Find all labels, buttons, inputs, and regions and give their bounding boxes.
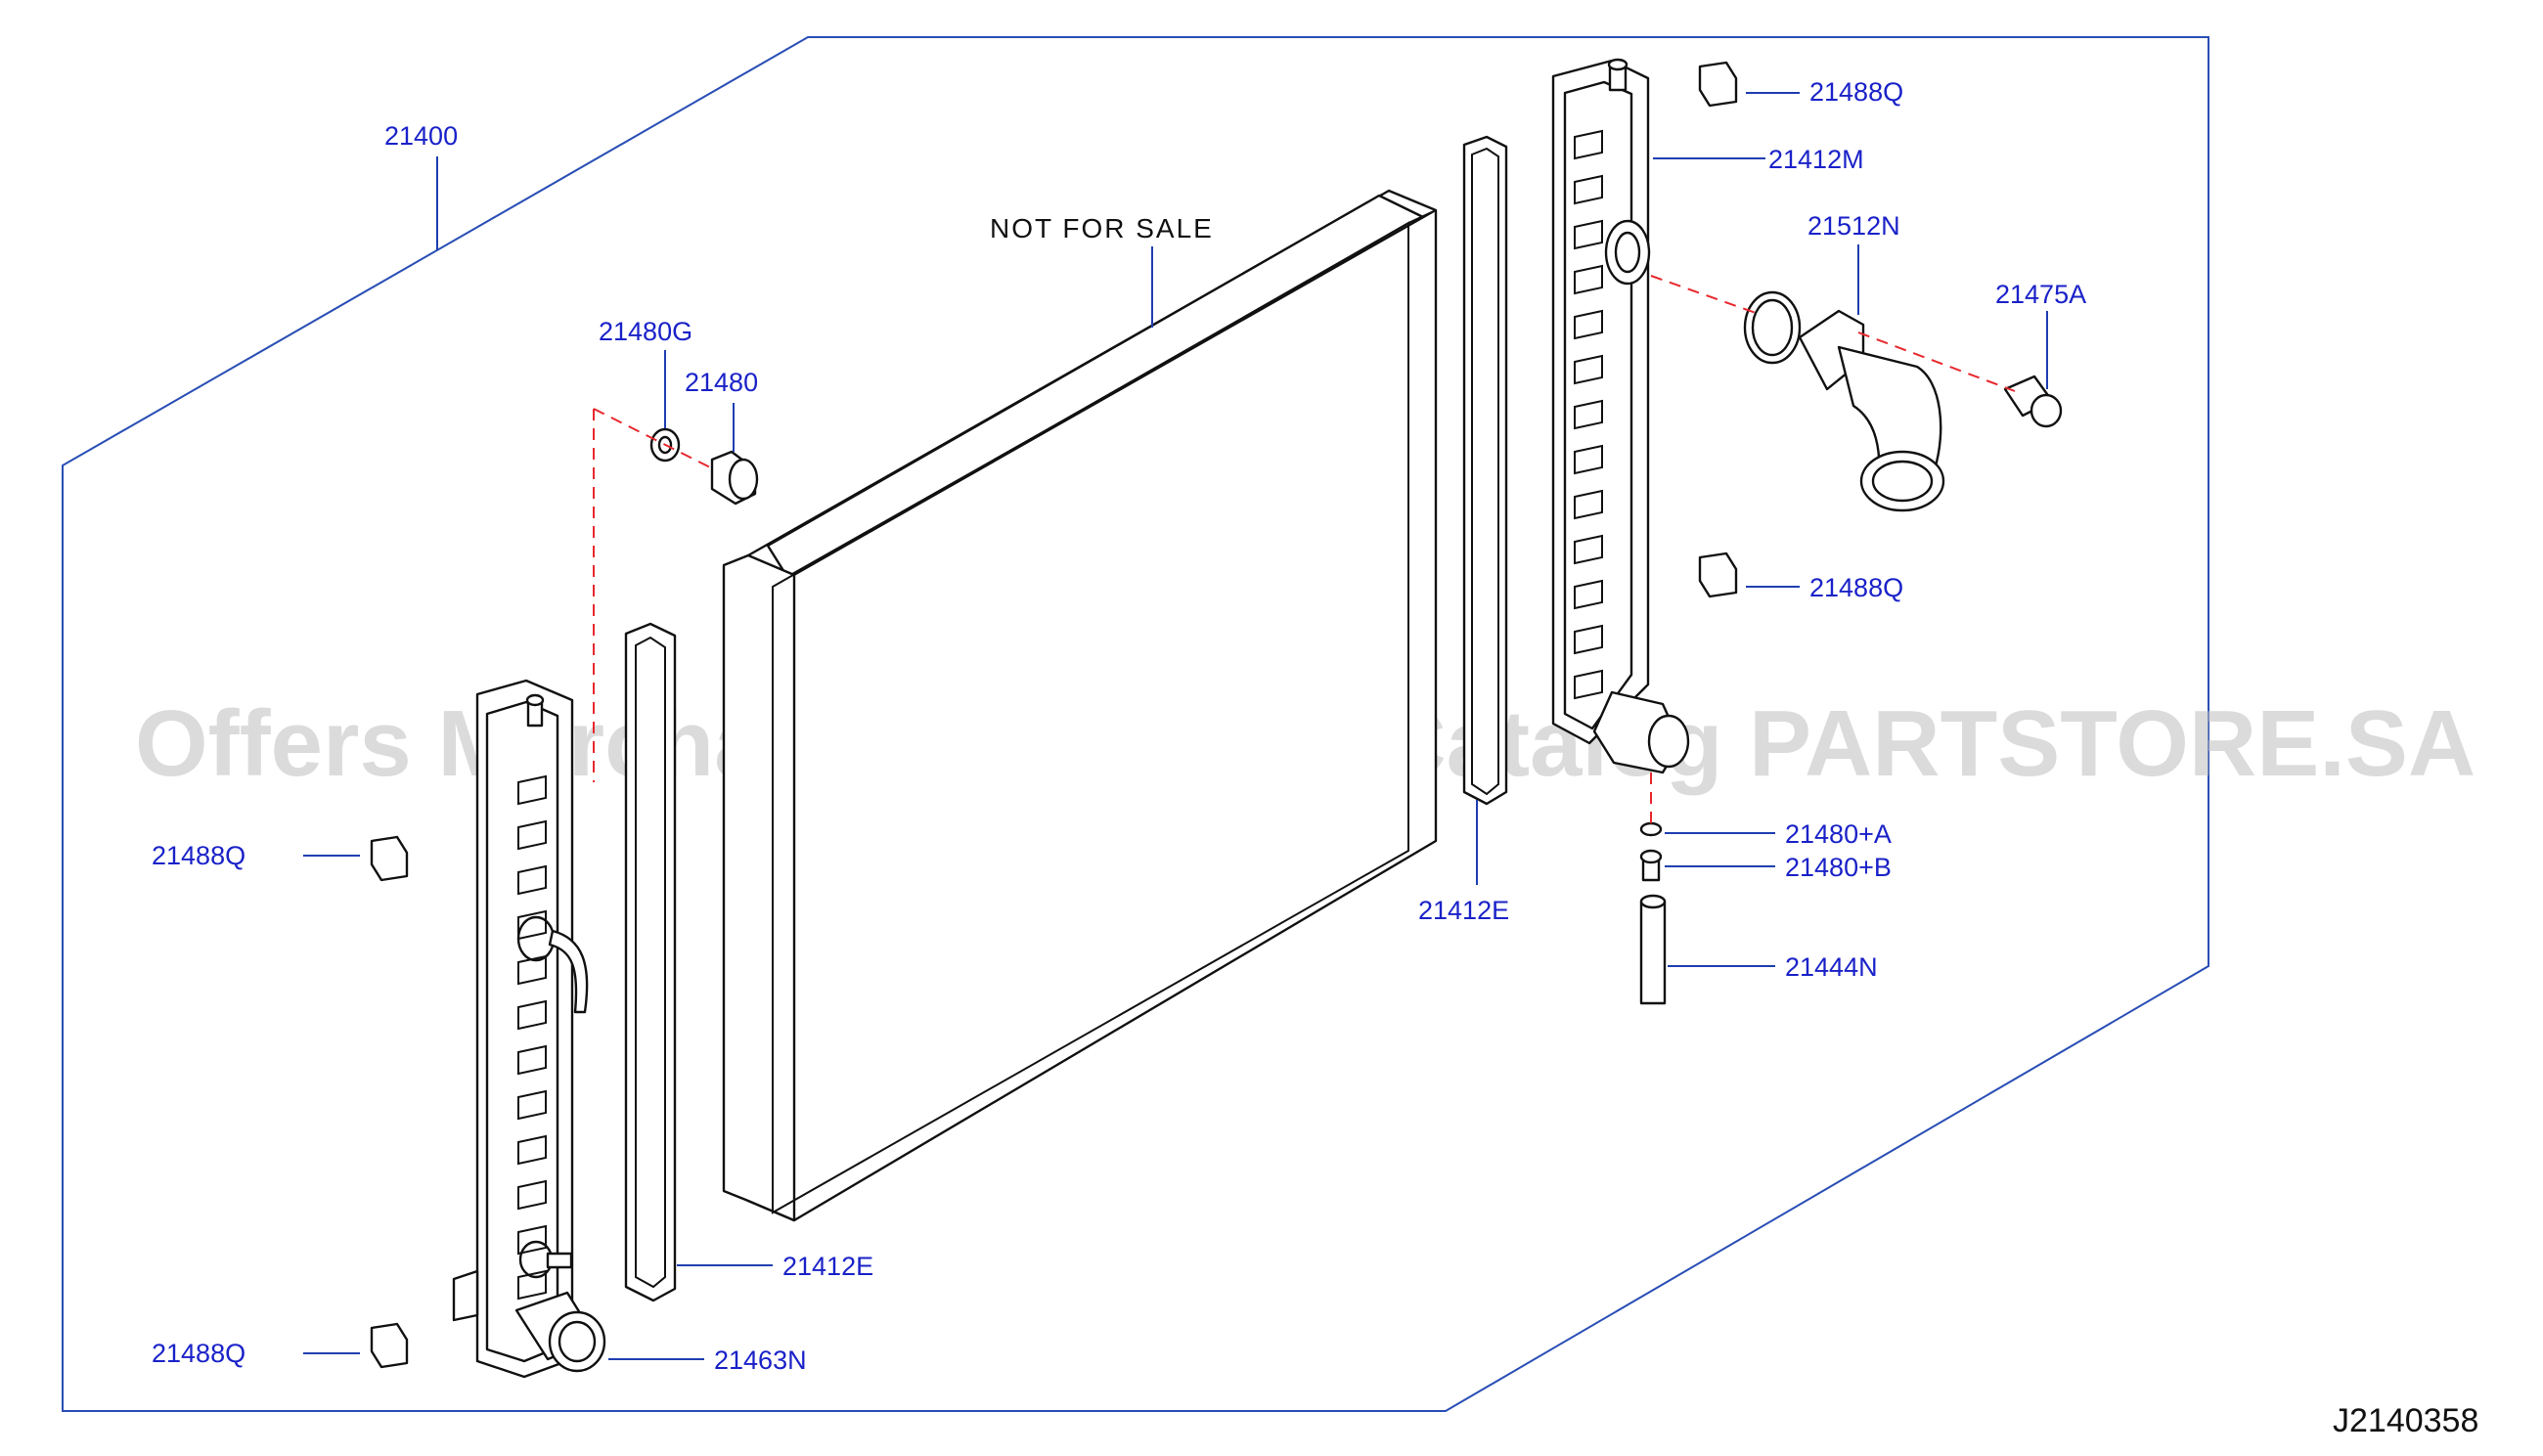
tank-slot [1574,309,1603,340]
tank-slot [1574,624,1603,655]
seal-right [1462,135,1508,806]
seal-left [624,622,677,1302]
leader-lines [303,92,2048,1360]
tank-slot [517,774,547,806]
tank-slot [517,909,547,941]
radiator-core [722,189,1438,1222]
right-tank-slots [1574,129,1603,700]
label-drain-washer[interactable]: 21480+A [1785,819,1892,849]
tank-slot [1574,264,1603,295]
label-seal-left[interactable]: 21412E [782,1252,873,1281]
label-sleeve[interactable]: 21444N [1785,952,1878,982]
tank-slot [1574,669,1603,700]
left-tank [452,679,589,1379]
tank-slot [1574,489,1603,520]
tank-slot [517,999,547,1031]
tank-slot [517,1089,547,1121]
tank-slot [1574,174,1603,205]
tank-slot [1574,219,1603,250]
label-assembly[interactable]: 21400 [384,121,458,151]
tank-slot [517,1134,547,1166]
label-drain-plug[interactable]: 21480+B [1785,853,1892,882]
tank-slot [1574,399,1603,430]
label-tank-right[interactable]: 21412M [1768,145,1864,174]
tank-slot [1574,579,1603,610]
label-hose-outlet[interactable]: 21463N [714,1346,807,1375]
tank-slot [517,954,547,986]
tank-slot [517,819,547,851]
drain-parts [1639,821,1667,1005]
inlet-pipe [1743,290,1945,512]
label-pipe[interactable]: 21512N [1807,211,1900,241]
not-for-sale-note: NOT FOR SALE [990,213,1214,243]
assembly-frame [62,36,2209,1412]
tank-slot [517,864,547,896]
part-labels: 21400 NOT FOR SALE 21488Q 21412M 21512N … [152,77,2086,1375]
label-plug-left[interactable]: 21480 [685,368,758,397]
tank-slot [1574,534,1603,565]
label-cap-left-bottom[interactable]: 21488Q [152,1339,245,1368]
label-washer-left[interactable]: 21480G [599,317,692,346]
alignment-lines [593,275,2016,826]
tank-slot [517,1179,547,1211]
left-plug [649,427,759,506]
rubber-caps [370,61,1738,1369]
left-tank-slots [517,774,547,1301]
label-bolt[interactable]: 21475A [1995,280,2086,309]
bolt [2003,375,2063,428]
tank-slot [517,1044,547,1076]
label-cap-mid-right[interactable]: 21488Q [1809,573,1903,602]
label-cap-top-right[interactable]: 21488Q [1809,77,1903,107]
diagram-code: J2140358 [2333,1402,2478,1439]
right-tank [1551,58,1690,774]
outlet-hose [514,1291,606,1373]
tank-slot [1574,129,1603,160]
tank-slot [517,1224,547,1256]
label-seal-right[interactable]: 21412E [1418,896,1509,925]
tank-slot [1574,354,1603,385]
tank-slot [1574,444,1603,475]
label-cap-left-top[interactable]: 21488Q [152,841,245,870]
tank-slot [517,1269,547,1301]
